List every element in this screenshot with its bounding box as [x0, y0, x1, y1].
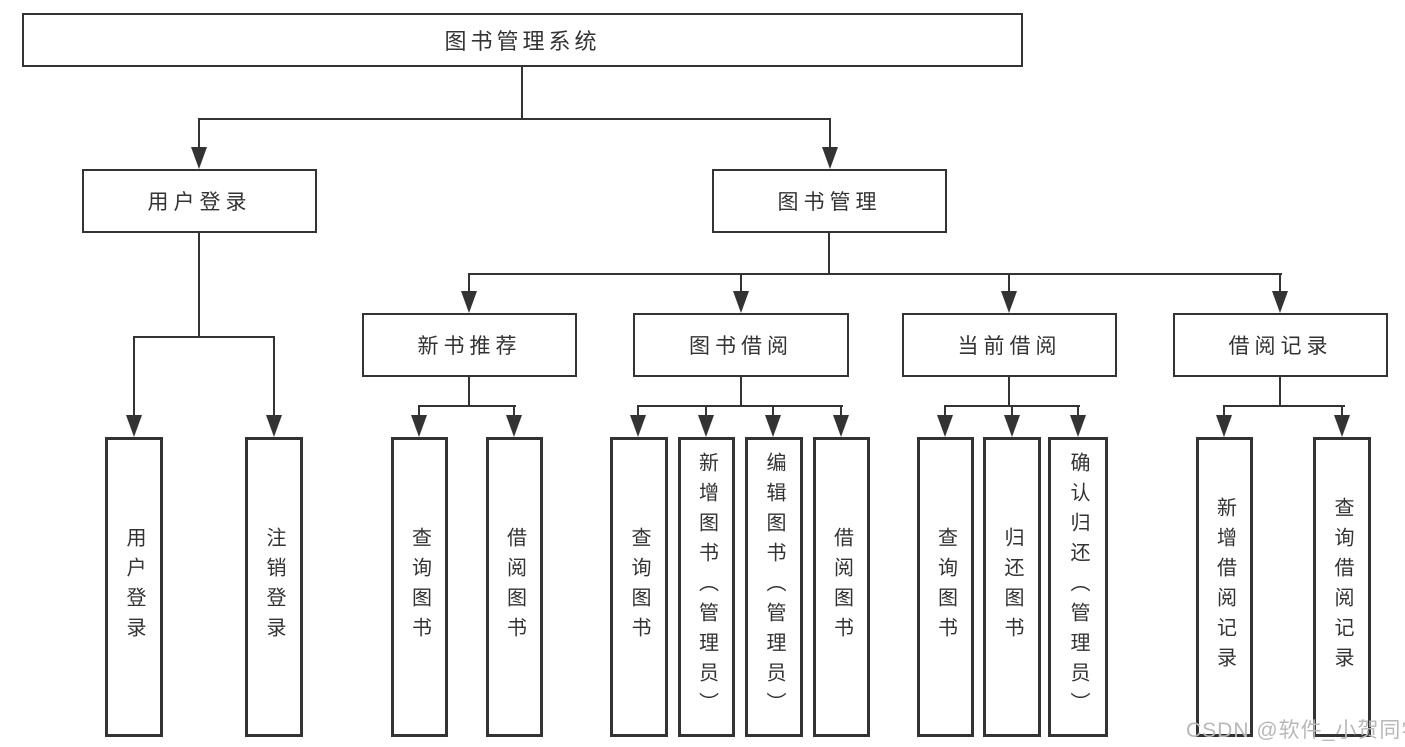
leaf-return-books: 归还图书: [983, 437, 1041, 737]
leaf-user-login: 用户登录: [105, 437, 163, 737]
connector-line: [772, 407, 774, 416]
connector-line: [1279, 275, 1281, 291]
arrowhead-down-icon: [698, 415, 714, 437]
connector-line: [133, 338, 135, 415]
connector-line: [468, 275, 470, 291]
connector-line: [513, 407, 515, 416]
node-library-system: 图书管理系统: [22, 13, 1023, 67]
arrowhead-down-icon: [191, 147, 207, 169]
leaf-query-books-current: 查询图书: [917, 437, 974, 737]
node-book-management: 图书管理: [712, 169, 947, 233]
connector-line: [418, 405, 516, 407]
connector-line: [828, 233, 830, 273]
arrowhead-down-icon: [1216, 415, 1232, 437]
arrowhead-down-icon: [733, 291, 749, 313]
csdn-watermark: CSDN @软件_小贺同学: [1186, 719, 1405, 742]
arrowhead-down-icon: [126, 415, 142, 437]
connector-line: [1223, 405, 1345, 407]
connector-line: [840, 407, 842, 416]
leaf-add-books-admin: 新增图书（管理员）: [678, 437, 735, 737]
arrowhead-down-icon: [266, 415, 282, 437]
leaf-edit-books-admin: 编辑图书（管理员）: [745, 437, 803, 737]
arrowhead-down-icon: [1004, 415, 1020, 437]
connector-line: [740, 275, 742, 291]
connector-line: [133, 336, 275, 338]
leaf-confirm-return-admin: 确认归还（管理员）: [1048, 437, 1108, 737]
connector-line: [705, 407, 707, 416]
connector-line: [637, 405, 843, 407]
connector-line: [1008, 377, 1010, 407]
leaf-borrow-books-recommend: 借阅图书: [486, 437, 543, 737]
connector-line: [198, 233, 200, 336]
arrowhead-down-icon: [630, 415, 646, 437]
leaf-query-books-borrowing: 查询图书: [610, 437, 668, 737]
arrowhead-down-icon: [1272, 291, 1288, 313]
node-user-login: 用户登录: [82, 169, 317, 233]
leaf-borrow-books: 借阅图书: [813, 437, 870, 737]
arrowhead-down-icon: [506, 415, 522, 437]
arrowhead-down-icon: [411, 415, 427, 437]
connector-line: [273, 338, 275, 415]
connector-line: [521, 66, 523, 118]
connector-line: [944, 405, 1080, 407]
arrowhead-down-icon: [461, 291, 477, 313]
connector-line: [944, 407, 946, 416]
arrowhead-down-icon: [937, 415, 953, 437]
connector-line: [418, 407, 420, 416]
connector-line: [468, 377, 470, 407]
arrowhead-down-icon: [822, 147, 838, 169]
connector-line: [1008, 275, 1010, 291]
connector-line: [198, 120, 200, 148]
leaf-query-books-recommend: 查询图书: [391, 437, 448, 737]
arrowhead-down-icon: [1070, 415, 1086, 437]
connector-line: [829, 120, 831, 148]
connector-line: [1011, 407, 1013, 416]
leaf-logout: 注销登录: [245, 437, 303, 737]
node-book-borrowing: 图书借阅: [633, 313, 849, 377]
connector-line: [1223, 407, 1225, 416]
connector-line: [468, 273, 1282, 275]
connector-line: [740, 377, 742, 407]
arrowhead-down-icon: [833, 415, 849, 437]
connector-line: [1341, 407, 1343, 416]
arrowhead-down-icon: [1334, 415, 1350, 437]
node-new-book-recommend: 新书推荐: [362, 313, 577, 377]
connector-line: [198, 118, 831, 120]
connector-line: [1279, 377, 1281, 407]
arrowhead-down-icon: [765, 415, 781, 437]
leaf-query-borrow-record: 查询借阅记录: [1313, 437, 1371, 737]
connector-line: [637, 407, 639, 416]
arrowhead-down-icon: [1001, 291, 1017, 313]
node-borrow-records: 借阅记录: [1173, 313, 1388, 377]
node-current-borrowing: 当前借阅: [902, 313, 1117, 377]
leaf-add-borrow-record: 新增借阅记录: [1196, 437, 1253, 737]
connector-line: [1077, 407, 1079, 416]
